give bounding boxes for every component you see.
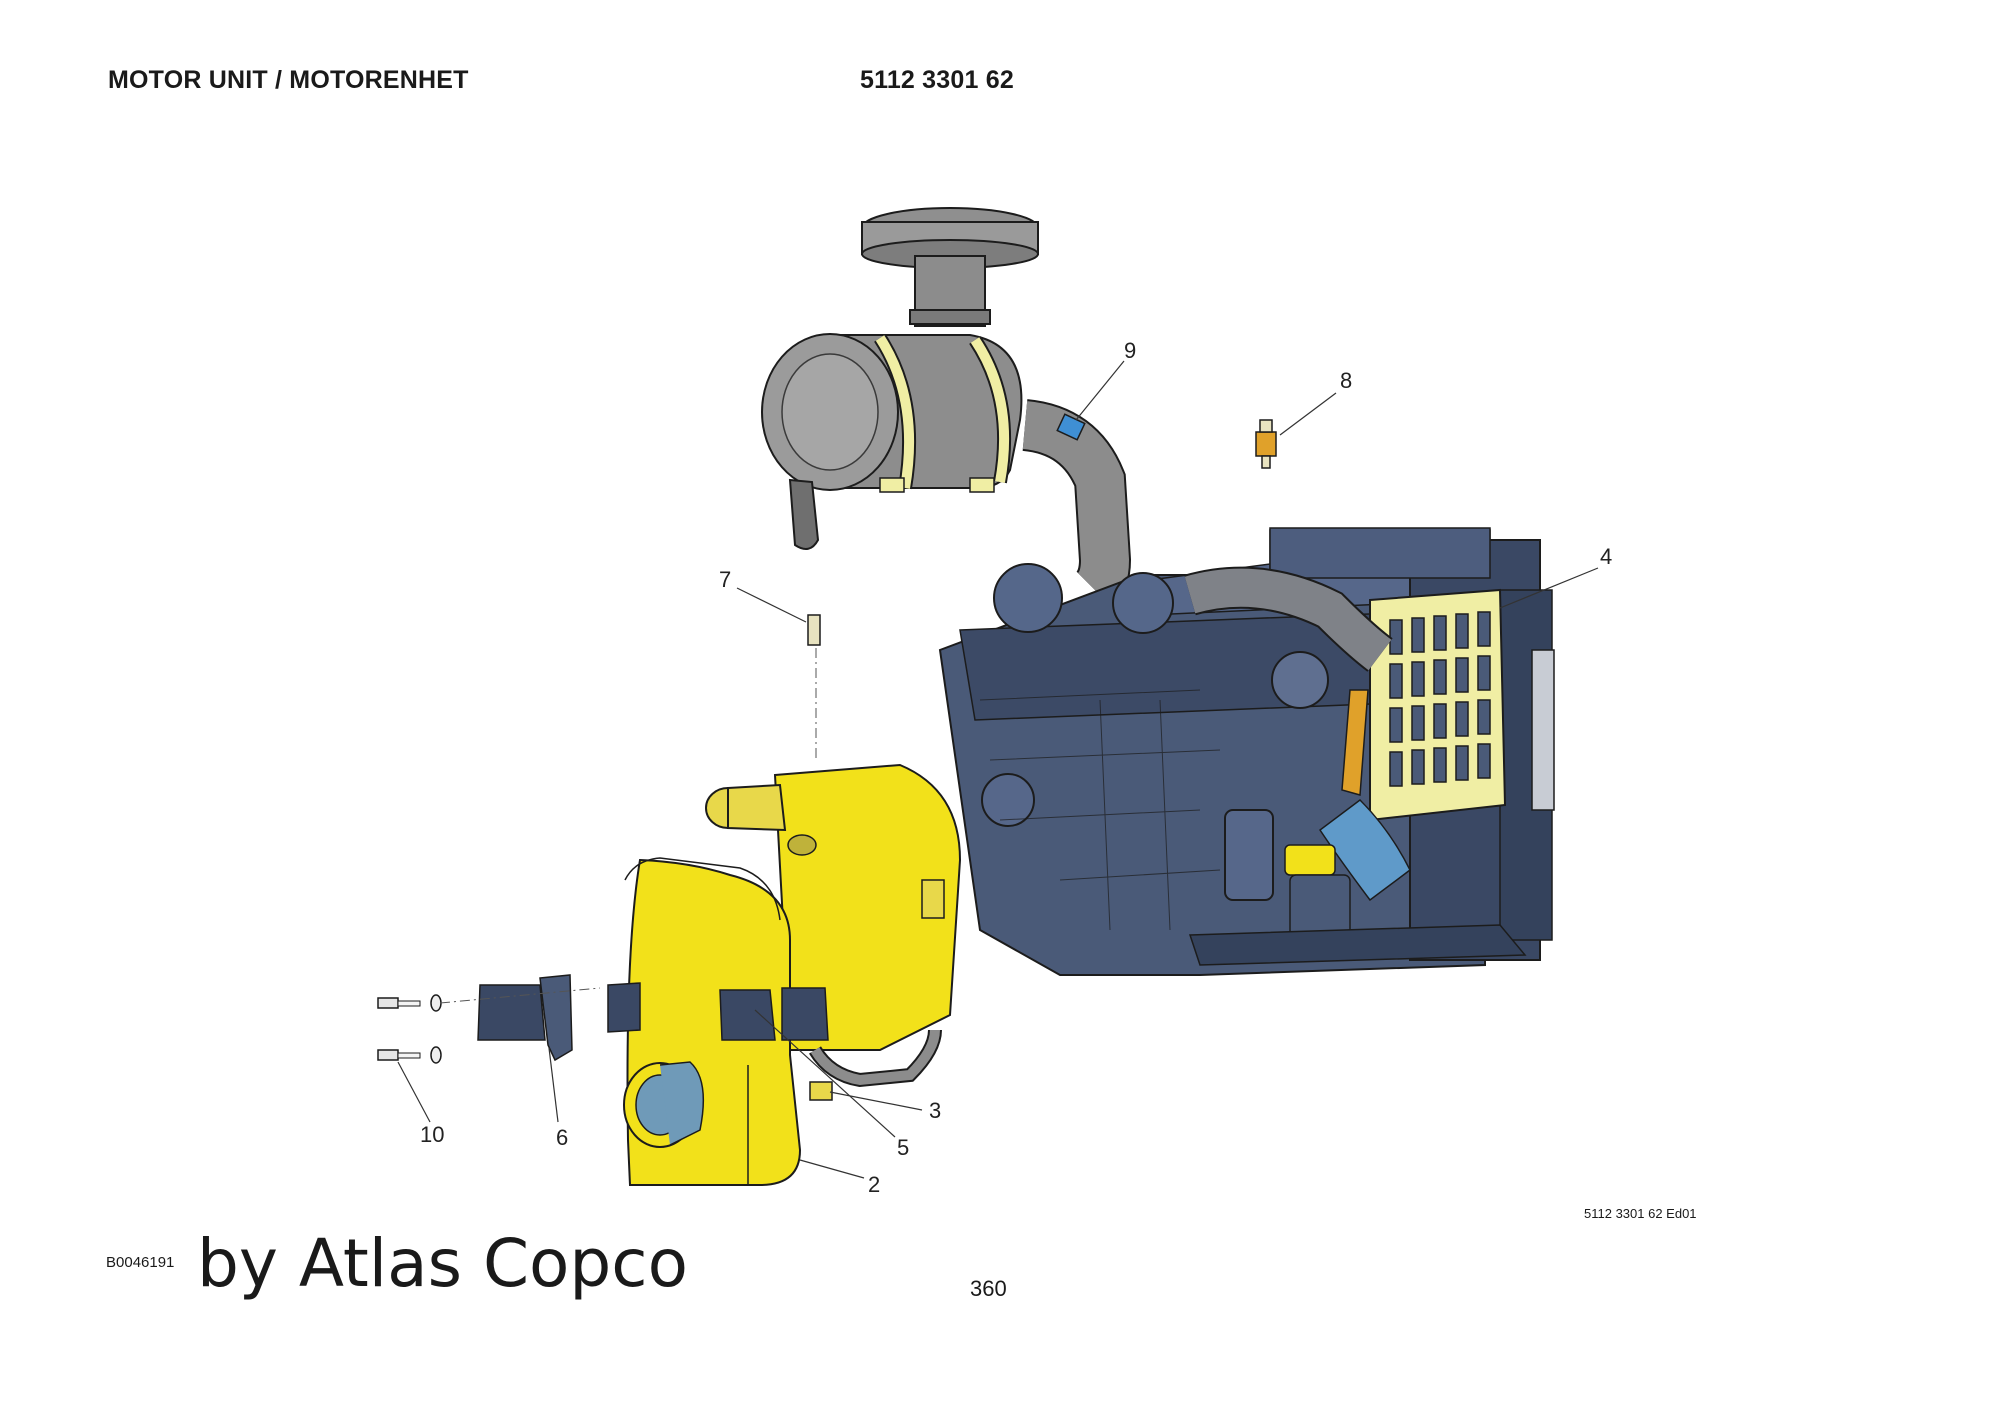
intake-hose [1021, 401, 1130, 607]
filter-clamp-band [875, 335, 915, 489]
temperature-sensor [807, 614, 821, 646]
page-number: 360 [970, 1276, 1007, 1301]
callout-4: 4 [1600, 544, 1612, 569]
callout-2: 2 [868, 1172, 880, 1197]
image-id-label: B0046191 [106, 1254, 175, 1271]
alternator [1271, 651, 1329, 709]
callout-9: 9 [1124, 338, 1136, 363]
gearbox-assembly [623, 763, 962, 1186]
page-title: MOTOR UNIT / MOTORENHET [108, 66, 469, 94]
callout-7: 7 [719, 567, 731, 592]
sensor-parts [807, 419, 1277, 760]
diesel-engine [938, 527, 1555, 976]
pressure-switch [1255, 431, 1277, 457]
oil-filter [1224, 809, 1274, 901]
callout-3: 3 [929, 1098, 941, 1123]
washer [430, 994, 442, 1012]
flywheel-housing [773, 763, 962, 1051]
fan-belt [1341, 689, 1369, 796]
hex-bolt [377, 997, 399, 1009]
engine-base [1188, 924, 1527, 966]
mount-bracket [539, 974, 573, 1062]
callout-10: 10 [420, 1122, 444, 1147]
callout-8: 8 [1340, 368, 1352, 393]
coolant-hose [1184, 568, 1392, 671]
oil-cooler [1531, 649, 1555, 811]
brand-text: by Atlas Copco [197, 1225, 688, 1302]
rubber-mount [477, 984, 546, 1041]
document-number: 5112 3301 62 [860, 66, 1014, 94]
hose-clamp [1056, 413, 1086, 441]
air-filter-assembly [761, 207, 1132, 609]
edition-label: 5112 3301 62 Ed01 [1584, 1206, 1697, 1221]
mount-bracket-parts [377, 974, 641, 1064]
callouts [397, 360, 1599, 1179]
turbocharger [993, 563, 1063, 633]
callout-5: 5 [897, 1135, 909, 1160]
oil-pipe [810, 1029, 940, 1086]
engine-mount [719, 989, 776, 1041]
callout-6: 6 [556, 1125, 568, 1150]
dust-valve [788, 478, 820, 550]
